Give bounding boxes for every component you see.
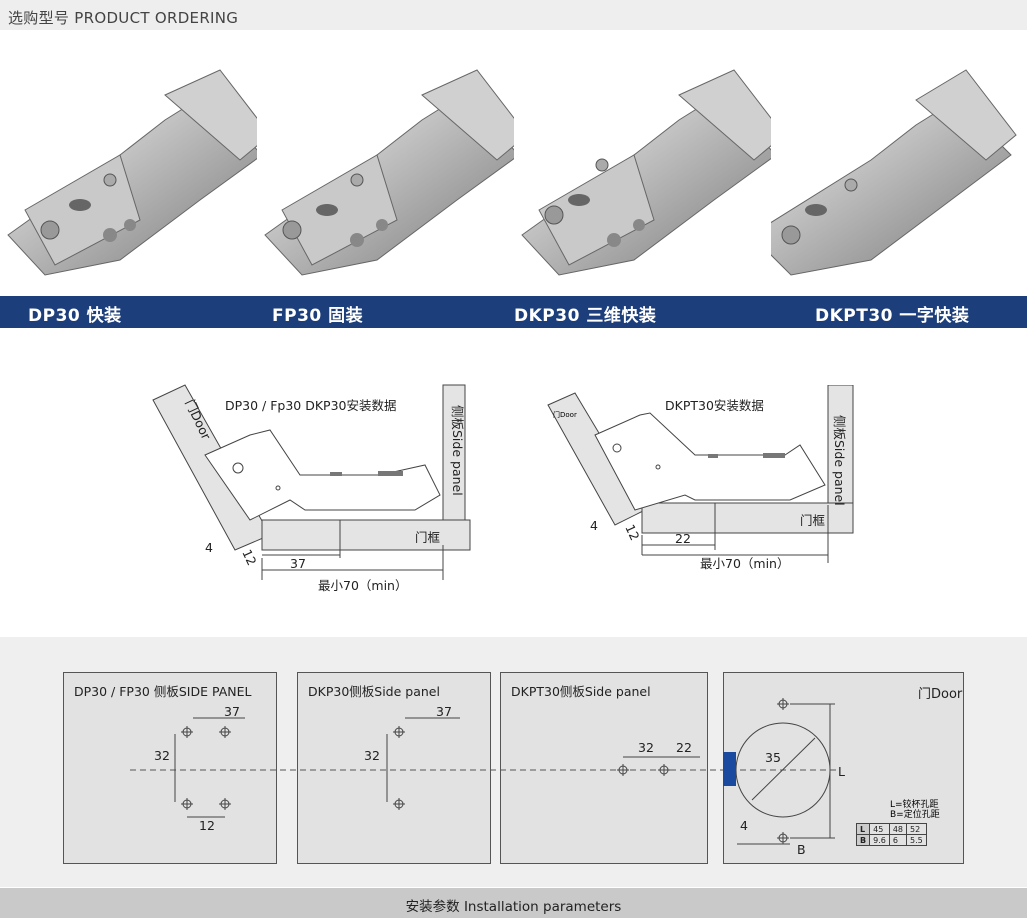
legend-B: B=定位孔距	[890, 808, 940, 820]
panel-dkp30-title: DKP30侧板Side panel	[308, 684, 440, 699]
install-left-frame: 门框	[415, 530, 441, 545]
install-right-dim-22: 22	[675, 531, 691, 546]
table-cell: 52	[906, 823, 927, 835]
dim-p1-37: 37	[224, 704, 240, 719]
table-cell: 48	[888, 823, 908, 835]
install-left-min: 最小70（min）	[318, 578, 407, 593]
install-left-side-panel: 侧板Side panel	[450, 405, 465, 496]
table-cell: 5.5	[906, 834, 927, 846]
panel-dkpt30: DKPT30侧板Side panel	[500, 672, 708, 864]
dim-p2-37: 37	[436, 704, 452, 719]
product-label-fp30: FP30 固装	[272, 306, 364, 326]
install-right-dim-4: 4	[590, 518, 598, 533]
table-cell: 45	[869, 823, 890, 835]
panel-dp30-fp30: DP30 / FP30 侧板SIDE PANEL	[63, 672, 277, 864]
install-right-side-panel: 侧板Side panel	[832, 415, 847, 506]
dim-door-35: 35	[765, 750, 781, 765]
legend-L: L=铰杯孔距	[890, 798, 939, 810]
product-label-dp30: DP30 快装	[28, 306, 122, 326]
footer-label: 安装参数 Installation parameters	[405, 899, 622, 915]
install-right-min: 最小70（min）	[700, 556, 789, 571]
page-header: 选购型号 PRODUCT ORDERING	[0, 0, 1027, 30]
table-row: B 9.6 6 5.5	[855, 834, 927, 846]
table-cell: B	[855, 834, 871, 846]
table-cell: 6	[888, 834, 908, 846]
page-title: 选购型号 PRODUCT ORDERING	[8, 9, 239, 27]
install-right-dim-12: 12	[622, 522, 642, 543]
install-right-door: 门Door	[553, 410, 577, 419]
hinge-image-dkpt30	[771, 69, 1017, 276]
product-label-dkpt30: DKPT30 一字快装	[815, 306, 970, 326]
table-row: L 45 48 52	[855, 823, 927, 835]
dim-door-L: L	[838, 764, 845, 779]
install-right-frame: 门框	[800, 513, 826, 528]
panel-door-title: 门Door	[918, 687, 963, 702]
hinge-image-dp30	[7, 69, 257, 276]
install-left-dim-12: 12	[239, 547, 259, 568]
parameters-drawing: 37 32 12 37 32 32 22 35 L 4 B L=铰杯孔距 B=定…	[130, 698, 940, 857]
install-left-dim-4: 4	[205, 540, 213, 555]
install-left-title: DP30 / Fp30 DKP30安装数据	[225, 398, 397, 413]
dim-p3-22: 22	[676, 740, 692, 755]
table-cell: 9.6	[869, 834, 890, 846]
panel-dkp30: DKP30侧板Side panel	[297, 672, 491, 864]
dim-p2-32: 32	[364, 748, 380, 763]
dim-door-B: B	[797, 842, 806, 857]
lb-table: L 45 48 52 B 9.6 6 5.5	[855, 823, 927, 846]
hinge-image-fp30	[264, 69, 514, 276]
panel-dkpt30-title: DKPT30侧板Side panel	[511, 684, 651, 699]
product-label-band: DP30 快装 FP30 固装 DKP30 三维快装 DKPT30 一字快装	[0, 296, 1027, 328]
panel-dp30-fp30-title: DP30 / FP30 侧板SIDE PANEL	[74, 684, 252, 699]
install-left-dim-37: 37	[290, 556, 306, 571]
dim-p1-12: 12	[199, 818, 215, 833]
hinge-image-dkp30	[521, 69, 771, 276]
table-cell: L	[855, 823, 871, 835]
dim-door-4: 4	[740, 818, 748, 833]
install-right-title: DKPT30安装数据	[665, 398, 764, 413]
footer-bar: 安装参数 Installation parameters	[0, 888, 1027, 918]
install-diagram-right: DKPT30安装数据 门Door 侧板Side panel 门框 4 12 22…	[547, 385, 854, 571]
product-label-dkp30: DKP30 三维快装	[514, 306, 657, 326]
dim-p3-32: 32	[638, 740, 654, 755]
install-diagram-left: DP30 / Fp30 DKP30安装数据 门Door 侧板Side panel…	[152, 384, 471, 593]
dim-p1-32: 32	[154, 748, 170, 763]
